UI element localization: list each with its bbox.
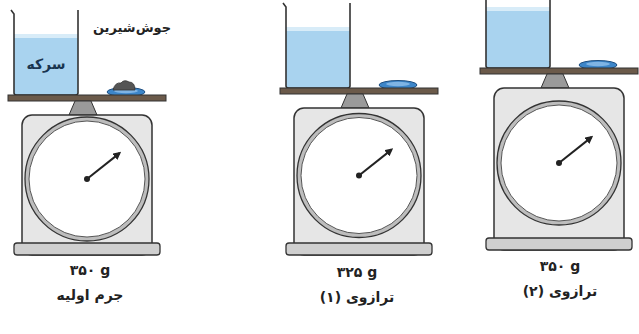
dial-pivot xyxy=(356,173,362,179)
liquid-surface xyxy=(14,34,78,38)
dial-face xyxy=(501,105,617,221)
dial-pivot xyxy=(84,176,90,182)
dial-pointer xyxy=(559,137,592,163)
dial-face xyxy=(29,121,145,237)
scale-body xyxy=(494,88,624,250)
liquid-surface xyxy=(486,7,550,11)
dial-pointer xyxy=(87,153,120,179)
substance-label: جوش‌شیرین xyxy=(84,20,180,35)
beaker-outline xyxy=(283,3,350,88)
dial-face xyxy=(301,118,417,234)
dial-rim xyxy=(497,101,621,225)
scale-neck xyxy=(69,101,97,115)
scale-caption: ترازوی (۲) xyxy=(510,283,610,299)
scale-neck xyxy=(541,74,569,88)
vinegar-liquid xyxy=(286,27,350,88)
beaker-outline xyxy=(483,0,550,68)
scale-base xyxy=(14,243,160,255)
scale-platform xyxy=(480,68,638,74)
dish-inner xyxy=(386,82,410,86)
dial-rim xyxy=(297,114,421,238)
dial-rim xyxy=(25,117,149,241)
scale-base xyxy=(486,238,632,250)
mass-value: ۳۲۵ g xyxy=(307,264,407,280)
scale-neck xyxy=(341,94,369,108)
vinegar-liquid xyxy=(486,7,550,68)
dial-pivot xyxy=(556,160,562,166)
liquid-surface xyxy=(286,27,350,31)
scale-body xyxy=(22,115,152,255)
scale-caption: جرم اولیه xyxy=(40,287,140,303)
scale-body xyxy=(294,108,424,255)
beaker-node: سرکه xyxy=(14,34,78,94)
vinegar-liquid xyxy=(14,34,78,95)
scale-platform xyxy=(280,88,438,94)
dish-inner xyxy=(586,62,610,66)
beaker-outline xyxy=(11,10,78,95)
dial-pointer xyxy=(359,150,392,176)
scale-platform xyxy=(8,95,166,101)
scale-base xyxy=(286,243,432,255)
beaker-label: سرکه xyxy=(26,56,65,72)
mass-value: ۳۵۰ g xyxy=(40,262,140,278)
mass-value: ۳۵۰ g xyxy=(510,258,610,274)
scale-caption: ترازوی (۱) xyxy=(307,289,407,305)
baking-soda-pile xyxy=(113,81,135,90)
